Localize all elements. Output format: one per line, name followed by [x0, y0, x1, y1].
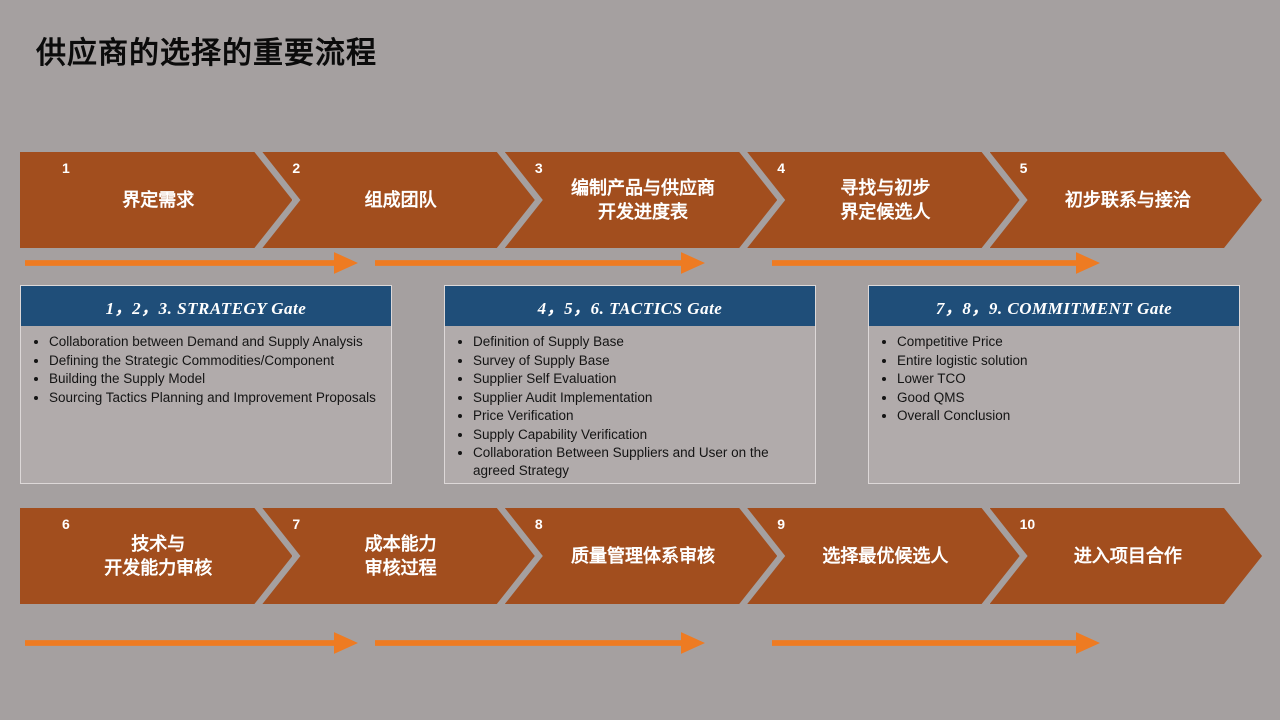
gate-title: 1，2，3. STRATEGY Gate — [20, 285, 392, 326]
step-label: 选择最优候选人 — [822, 545, 949, 566]
flow-arrow-bottom-1 — [25, 630, 358, 656]
step-1-chevron: 1 界定需求 — [20, 152, 292, 248]
gate-item: Supply Capability Verification — [473, 426, 807, 444]
step-6-chevron: 6 技术与 开发能力审核 — [20, 508, 292, 604]
gate-item: Supplier Self Evaluation — [473, 370, 807, 388]
step-number: 6 — [62, 516, 70, 532]
gate-item: Definition of Supply Base — [473, 333, 807, 351]
gate-title: 7，8，9. COMMITMENT Gate — [868, 285, 1240, 326]
step-label: 组成团队 — [364, 189, 437, 210]
gate-item: Building the Supply Model — [49, 370, 383, 388]
step-label: 技术与 开发能力审核 — [104, 533, 213, 578]
step-number: 3 — [534, 160, 543, 176]
flow-arrow-top-1 — [25, 250, 358, 276]
gate-item: Overall Conclusion — [897, 407, 1231, 425]
step-number: 4 — [777, 160, 786, 176]
flow-arrow-top-2 — [375, 250, 705, 276]
step-2-chevron: 2 组成团队 — [262, 152, 534, 248]
bottom-process-row: 6 技术与 开发能力审核 7 成本能力 审核过程 8 质量管理体系审核 9 选择… — [20, 508, 1262, 604]
gate-title: 4，5，6. TACTICS Gate — [444, 285, 816, 326]
page-title: 供应商的选择的重要流程 — [36, 37, 377, 70]
step-label: 寻找与初步 界定候选人 — [840, 177, 931, 222]
step-number: 7 — [292, 516, 301, 532]
step-number: 9 — [777, 516, 786, 532]
flow-arrow-bottom-3 — [772, 630, 1100, 656]
gate-card-tactics: 4，5，6. TACTICS Gate Definition of Supply… — [444, 285, 816, 484]
gate-card-strategy: 1，2，3. STRATEGY Gate Collaboration betwe… — [20, 285, 392, 484]
step-label: 初步联系与接洽 — [1064, 189, 1191, 210]
gate-item: Sourcing Tactics Planning and Improvemen… — [49, 389, 383, 407]
step-3-chevron: 3 编制产品与供应商 开发进度表 — [505, 152, 777, 248]
step-number: 10 — [1019, 516, 1036, 532]
step-number: 2 — [292, 160, 301, 176]
gate-item: Price Verification — [473, 407, 807, 425]
flow-arrow-top-3 — [772, 250, 1100, 276]
gate-item: Collaboration Between Suppliers and User… — [473, 444, 807, 479]
step-label: 质量管理体系审核 — [571, 545, 716, 566]
step-9-chevron: 9 选择最优候选人 — [747, 508, 1019, 604]
gate-item: Entire logistic solution — [897, 352, 1231, 370]
gate-item-list: Competitive Price Entire logistic soluti… — [868, 326, 1240, 484]
step-number: 1 — [62, 160, 70, 176]
gate-item: Survey of Supply Base — [473, 352, 807, 370]
step-4-chevron: 4 寻找与初步 界定候选人 — [747, 152, 1019, 248]
step-8-chevron: 8 质量管理体系审核 — [505, 508, 777, 604]
gate-item: Defining the Strategic Commodities/Compo… — [49, 352, 383, 370]
step-number: 8 — [534, 516, 543, 532]
gate-item: Supplier Audit Implementation — [473, 389, 807, 407]
step-label: 进入项目合作 — [1073, 545, 1182, 566]
gate-item: Competitive Price — [897, 333, 1231, 351]
gate-item: Collaboration between Demand and Supply … — [49, 333, 383, 351]
step-number: 5 — [1019, 160, 1028, 176]
flow-arrow-bottom-2 — [375, 630, 705, 656]
gate-item: Good QMS — [897, 389, 1231, 407]
gate-card-commitment: 7，8，9. COMMITMENT Gate Competitive Price… — [868, 285, 1240, 484]
step-7-chevron: 7 成本能力 审核过程 — [262, 508, 534, 604]
step-10-chevron: 10 进入项目合作 — [990, 508, 1262, 604]
step-label: 界定需求 — [122, 189, 195, 210]
gate-item: Lower TCO — [897, 370, 1231, 388]
step-label: 成本能力 审核过程 — [364, 533, 437, 578]
step-5-chevron: 5 初步联系与接洽 — [990, 152, 1262, 248]
step-label: 编制产品与供应商 开发进度表 — [571, 177, 716, 222]
gate-item-list: Definition of Supply Base Survey of Supp… — [444, 326, 816, 484]
top-process-row: 1 界定需求 2 组成团队 3 编制产品与供应商 开发进度表 4 寻找与初步 界… — [20, 152, 1262, 248]
gates-row: 1，2，3. STRATEGY Gate Collaboration betwe… — [20, 285, 1240, 484]
gate-item-list: Collaboration between Demand and Supply … — [20, 326, 392, 484]
